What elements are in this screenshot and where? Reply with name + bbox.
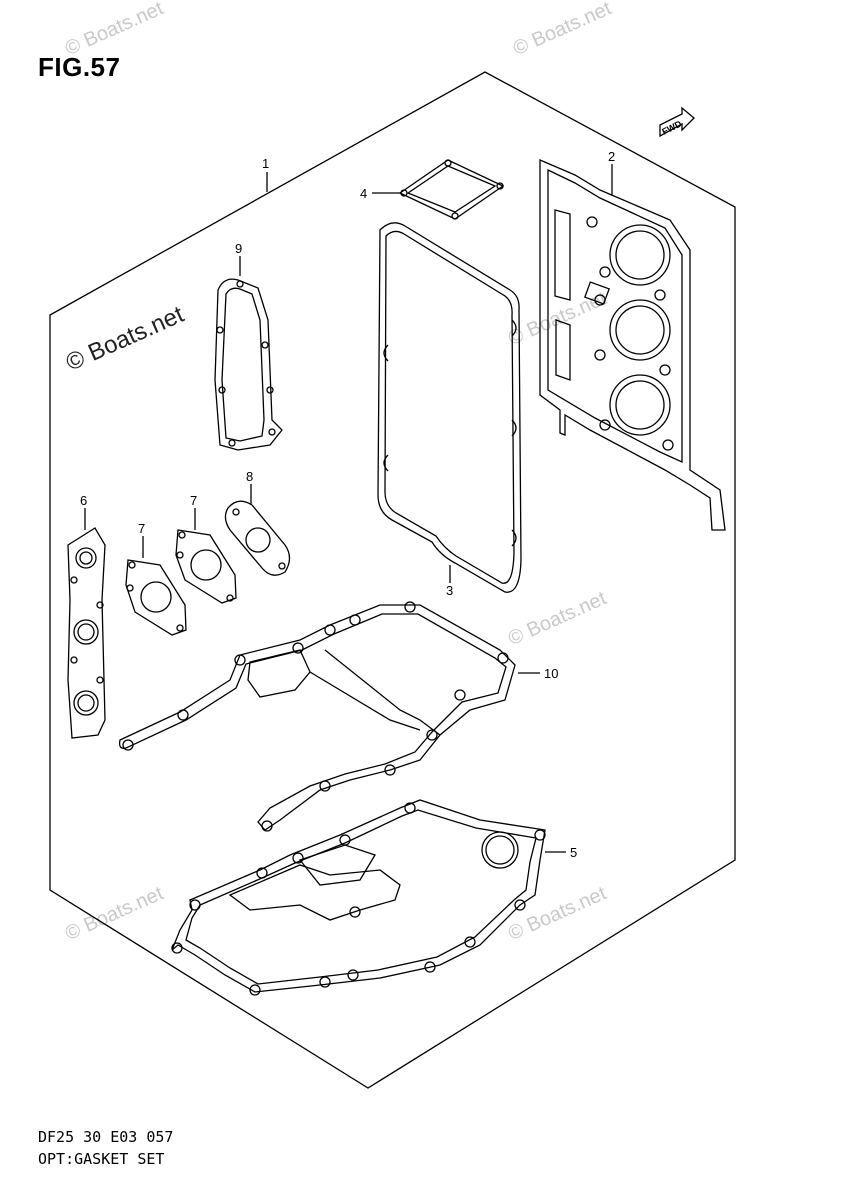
figure-title: FIG.57: [38, 52, 121, 82]
exhaust-cover-gasket: [214, 278, 283, 451]
front-marker-label: FWD: [660, 118, 683, 136]
crankcase-gasket: [171, 799, 546, 996]
intake-gasket: [175, 529, 237, 604]
footer-name: OPT:GASKET SET: [38, 1150, 165, 1168]
footer-code: DF25 30 E03 057: [38, 1128, 174, 1146]
callout-5: 5: [570, 845, 577, 860]
thermostat-cover-gasket: [398, 159, 505, 220]
callout-3: 3: [446, 583, 453, 598]
front-arrow-icon: [659, 106, 695, 138]
intake-gasket: [125, 559, 187, 636]
small-cover-gasket: [224, 500, 291, 576]
callout-9: 9: [235, 241, 242, 256]
cylinder-head-gasket: [539, 159, 726, 531]
callout-10: 10: [544, 666, 558, 681]
callout-7b: 7: [138, 521, 145, 536]
cylinder-head-cover-gasket: [377, 222, 522, 593]
callout-6: 6: [80, 493, 87, 508]
gasket-set-outline: [49, 71, 736, 1089]
callout-1: 1: [262, 156, 269, 171]
callout-7a: 7: [190, 493, 197, 508]
oil-pan-gasket: [118, 601, 516, 832]
exhaust-manifold-gasket: [67, 527, 106, 739]
callout-8: 8: [246, 469, 253, 484]
callout-4: 4: [360, 186, 367, 201]
callout-2: 2: [608, 149, 615, 164]
